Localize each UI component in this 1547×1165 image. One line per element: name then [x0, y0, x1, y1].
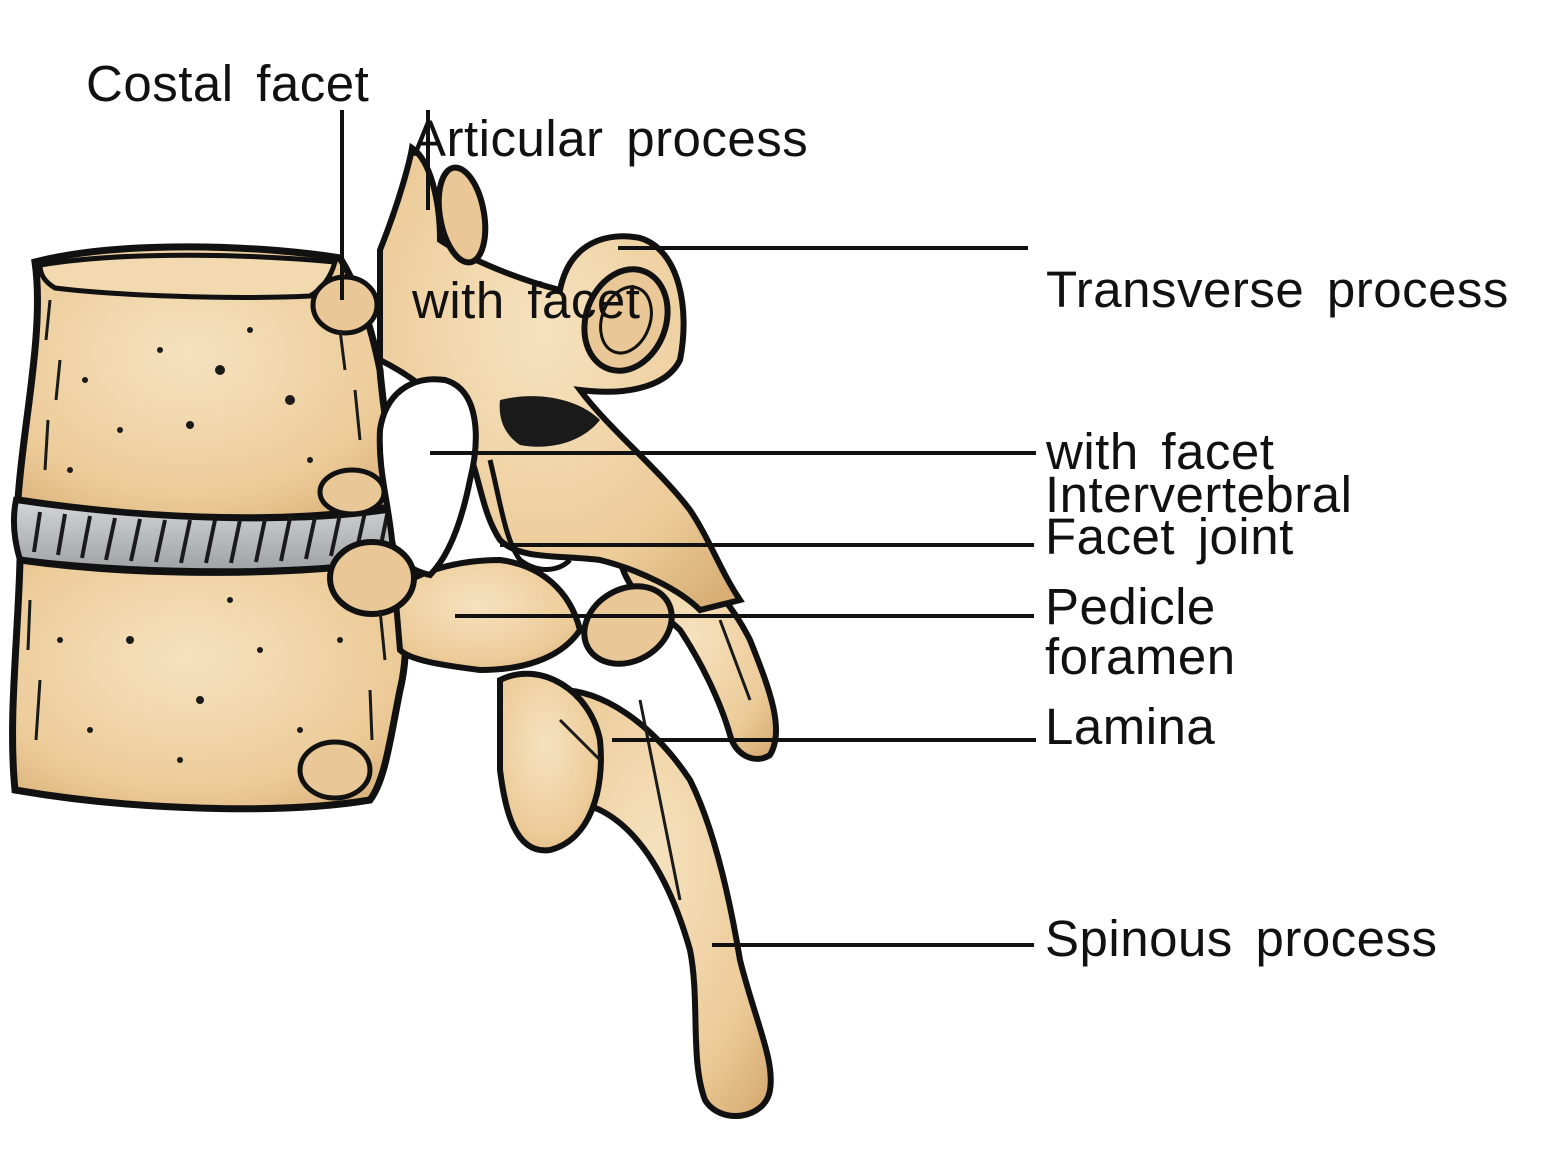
costal-facet-label: Costal facet: [86, 55, 370, 112]
intervertebral-foramen-line-1: Intervertebral: [1045, 466, 1353, 523]
intervertebral-foramen: [376, 376, 479, 579]
articular-process-line-2: with facet: [412, 272, 641, 329]
articular-facet: [435, 164, 489, 266]
lower-vertebral-body: [9, 555, 410, 813]
inferior-articular-process: [497, 670, 604, 854]
lower-transverse-facet: [581, 583, 675, 667]
transverse-process-line-1: Transverse process: [1046, 261, 1509, 318]
intervertebral-foramen-label: Intervertebral foramen: [1045, 360, 1352, 792]
articular-process-line-1: Articular process: [412, 110, 809, 167]
lamina-label: Lamina: [1045, 698, 1216, 755]
lower-costal-facet: [327, 539, 417, 617]
inferior-costal-facet: [297, 739, 373, 801]
facet-joint-cavity: [499, 396, 600, 447]
transverse-process-label: Transverse process with facet: [1046, 155, 1509, 587]
upper-costal-facet: [310, 274, 380, 336]
mid-costal-facet: [317, 467, 387, 517]
articular-process-label: Articular process with facet: [412, 4, 808, 436]
spinous-process-label: Spinous process: [1045, 910, 1438, 967]
pedicle-label: Pedicle: [1045, 578, 1216, 635]
spinous-process: [556, 686, 774, 1119]
transverse-process-line-2: with facet: [1046, 423, 1275, 480]
facet-joint-label: Facet joint: [1045, 508, 1294, 565]
intervertebral-foramen-line-2: foramen: [1045, 628, 1236, 685]
